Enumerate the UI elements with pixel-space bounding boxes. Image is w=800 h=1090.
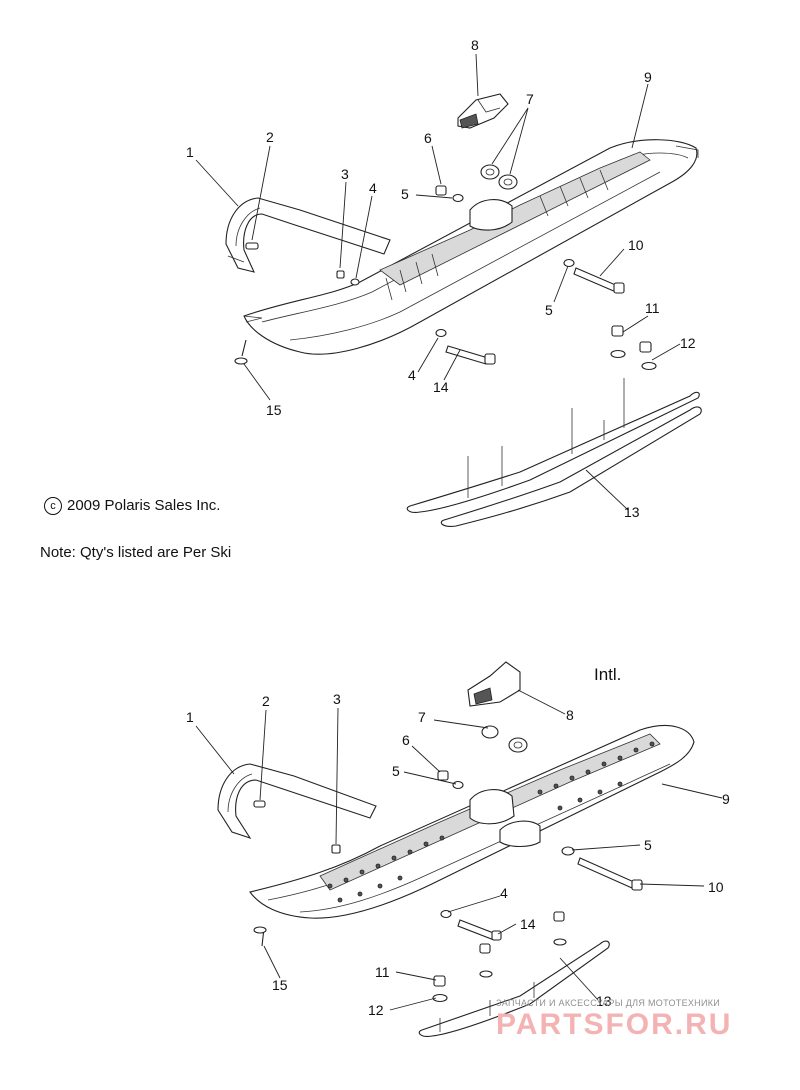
- bushings: [480, 164, 518, 190]
- callout-3: 3: [341, 166, 349, 182]
- small-hardware-intl: [331, 770, 575, 919]
- callout-11: 11: [645, 300, 660, 316]
- callout-13: 13: [624, 504, 640, 520]
- callout-12: 12: [680, 335, 696, 351]
- wear-bar: [406, 378, 702, 527]
- leaders-top: [195, 53, 681, 511]
- nuts-washers-intl: [432, 911, 567, 1003]
- leaders-intl: [195, 689, 723, 1011]
- ski-loop-intl: [217, 763, 377, 840]
- copyright-icon: c: [44, 497, 62, 515]
- bolts-intl: [457, 857, 643, 941]
- ski-body-intl: [249, 725, 695, 919]
- loop-screw-intl: [253, 800, 266, 808]
- callout-12-intl: 12: [368, 1002, 384, 1018]
- callout-9-intl: 9: [722, 791, 730, 807]
- callout-5b-intl: 5: [644, 837, 652, 853]
- bolts-top: [445, 267, 625, 365]
- callout-7: 7: [526, 91, 534, 107]
- callout-5b: 5: [545, 302, 553, 318]
- callout-1: 1: [186, 144, 194, 160]
- callout-6: 6: [424, 130, 432, 146]
- callout-15-intl: 15: [272, 977, 288, 993]
- wear-bar-intl: [418, 940, 610, 1037]
- callouts-top: 1 2 3 4 5 6 7 8 9 10 5 11 12 4 14 15 13: [186, 37, 696, 520]
- callout-13-intl: 13: [596, 993, 612, 1009]
- callout-3-intl: 3: [333, 691, 341, 707]
- callout-2: 2: [266, 129, 274, 145]
- callout-4: 4: [369, 180, 377, 196]
- callout-7-intl: 7: [418, 709, 426, 725]
- watermark: ЗАПЧАСТИ И АКСЕССУАРЫ ДЛЯ МОТОТЕХНИКИ PA…: [496, 998, 796, 1042]
- diagram-standard: 1 2 3 4 5 6 7 8 9 10 5 11 12 4 14 15 13: [186, 37, 702, 527]
- intl-label: Intl.: [594, 665, 622, 684]
- pin-15: [234, 339, 248, 365]
- callouts-intl: 1 2 3 7 8 6 5 9 5 10 4 14 11 12 15 13: [186, 691, 730, 1018]
- callout-5-intl: 5: [392, 763, 400, 779]
- nuts-washers-top: [610, 325, 657, 371]
- callout-9: 9: [644, 69, 652, 85]
- callout-11-intl: 11: [375, 964, 390, 980]
- spindle-saddle: [457, 93, 509, 129]
- callout-4-intl: 4: [500, 885, 508, 901]
- small-hardware-top: [336, 185, 575, 338]
- ski-body: [243, 139, 699, 355]
- callout-8: 8: [471, 37, 479, 53]
- callout-15: 15: [266, 402, 282, 418]
- callout-1-intl: 1: [186, 709, 194, 725]
- watermark-tagline: ЗАПЧАСТИ И АКСЕССУАРЫ ДЛЯ МОТОТЕХНИКИ: [496, 998, 721, 1008]
- ski-loop: [225, 197, 391, 273]
- pin-15-intl: [253, 926, 267, 947]
- callout-4b: 4: [408, 367, 416, 383]
- callout-5: 5: [401, 186, 409, 202]
- copyright-notice: c 2009 Polaris Sales Inc.: [44, 497, 220, 515]
- callout-10: 10: [628, 237, 644, 253]
- watermark-logo: PARTSFOR.RU: [496, 1008, 733, 1041]
- callout-6-intl: 6: [402, 732, 410, 748]
- callout-2-intl: 2: [262, 693, 270, 709]
- loop-screw: [245, 242, 259, 250]
- callout-10-intl: 10: [708, 879, 724, 895]
- qty-note: Note: Qty's listed are Per Ski: [40, 544, 232, 561]
- copyright-text: 2009 Polaris Sales Inc.: [67, 497, 221, 514]
- bushings-intl: [481, 725, 528, 753]
- callout-8-intl: 8: [566, 707, 574, 723]
- callout-14: 14: [433, 379, 449, 395]
- spindle-saddle-intl: [467, 661, 521, 707]
- diagram-intl: 1 2 3 7 8 6 5 9 5 10 4 14 11 12 15 13: [186, 661, 730, 1037]
- callout-14-intl: 14: [520, 916, 536, 932]
